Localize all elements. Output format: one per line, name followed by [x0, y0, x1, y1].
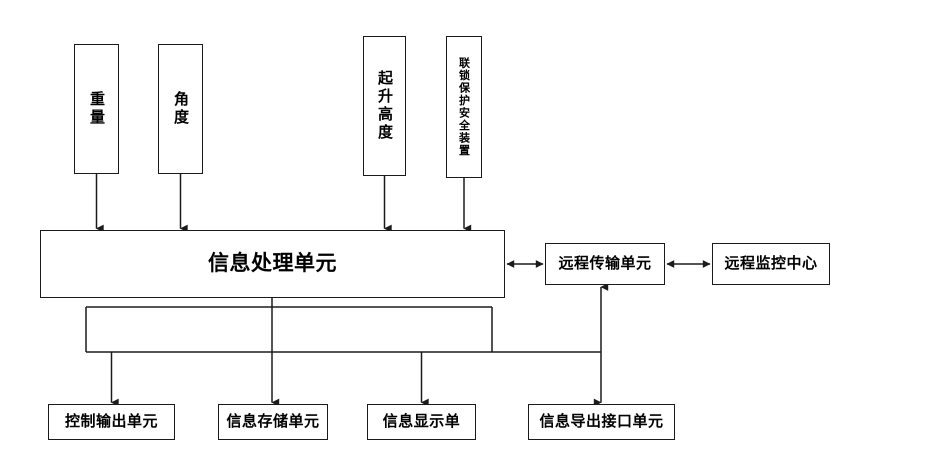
- remote-monitoring-center-box[interactable]: 远程监控中心: [712, 243, 830, 285]
- processing-unit-box[interactable]: 信息处理单元: [40, 230, 505, 298]
- remote-transmission-unit-label: 远程传输单元: [558, 254, 652, 273]
- info-export-interface-unit-box[interactable]: 信息导出接口单元: [528, 404, 675, 440]
- sensor-label-lifting-height: 起升高度: [376, 70, 394, 142]
- sensor-label-angle: 角度: [172, 91, 190, 127]
- processing-unit-label: 信息处理单元: [208, 251, 337, 276]
- sensor-label-weight: 重量: [88, 91, 106, 127]
- remote-transmission-unit-box[interactable]: 远程传输单元: [545, 243, 665, 285]
- remote-monitoring-center-label: 远程监控中心: [724, 254, 818, 273]
- info-export-interface-unit-label: 信息导出接口单元: [539, 412, 664, 431]
- sensor-box-lifting-height[interactable]: 起升高度: [363, 36, 406, 176]
- info-display-unit-box[interactable]: 信息显示单: [367, 404, 476, 440]
- sensor-box-weight[interactable]: 重量: [74, 44, 119, 174]
- info-storage-unit-box[interactable]: 信息存储单元: [218, 404, 328, 440]
- sensor-label-interlock-safety-device: 联锁保护安全装置: [457, 57, 471, 157]
- sensor-box-angle[interactable]: 角度: [158, 44, 203, 174]
- info-storage-unit-label: 信息存储单元: [226, 412, 320, 431]
- control-output-unit-box[interactable]: 控制输出单元: [48, 404, 175, 440]
- control-output-unit-label: 控制输出单元: [64, 412, 158, 431]
- info-display-unit-label: 信息显示单: [382, 412, 461, 431]
- sensor-box-interlock-safety-device[interactable]: 联锁保护安全装置: [446, 36, 482, 178]
